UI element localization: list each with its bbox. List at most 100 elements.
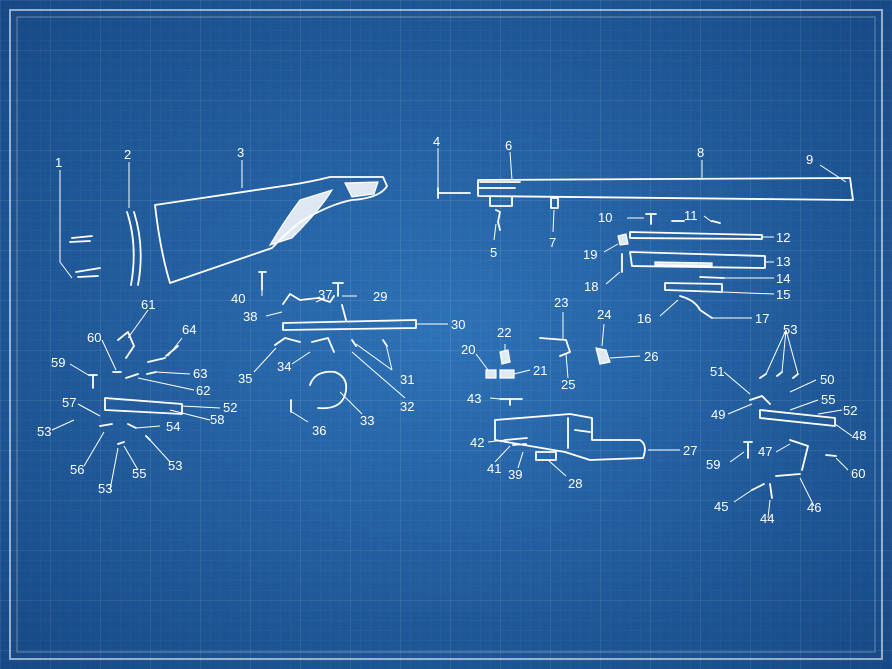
callout-40: 40 (231, 291, 245, 306)
callout-6: 6 (505, 138, 512, 153)
part-43 (499, 398, 523, 406)
callout-52b: 52 (843, 403, 857, 418)
part-11 (671, 220, 721, 224)
part-buttplate (126, 211, 142, 286)
callout-2: 2 (124, 147, 131, 162)
callout-55a: 55 (132, 466, 146, 481)
callout-63: 63 (193, 366, 207, 381)
part-59b (743, 441, 753, 459)
part-16-17 (679, 295, 713, 319)
callout-13: 13 (776, 254, 790, 269)
callout-56: 56 (70, 462, 84, 477)
callout-61: 61 (141, 297, 155, 312)
callout-32: 32 (400, 399, 414, 414)
part-5 (495, 209, 501, 231)
callout-38: 38 (243, 309, 257, 324)
callout-28: 28 (568, 476, 582, 491)
callout-18: 18 (584, 279, 598, 294)
callout-10: 10 (598, 210, 612, 225)
callout-27: 27 (683, 443, 697, 458)
callout-64: 64 (182, 322, 196, 337)
callout-53d: 53 (783, 322, 797, 337)
part-54-56 (99, 423, 137, 429)
part-buttplate-screws (69, 235, 101, 278)
part-53-50-51 (759, 371, 799, 379)
callout-45: 45 (714, 499, 728, 514)
part-62-63 (125, 371, 157, 379)
callout-9: 9 (806, 152, 813, 167)
part-35-34 (274, 337, 335, 353)
callout-60b: 60 (851, 466, 865, 481)
callout-16: 16 (637, 311, 651, 326)
callout-labels: 1 2 3 4 5 6 7 8 9 10 11 12 13 14 15 16 1… (37, 134, 866, 526)
callout-23: 23 (554, 295, 568, 310)
callout-46: 46 (807, 500, 821, 515)
callout-35: 35 (238, 371, 252, 386)
callout-5: 5 (490, 245, 497, 260)
part-7 (550, 197, 559, 209)
part-49 (749, 395, 771, 405)
part-19 (617, 233, 629, 246)
callout-53a: 53 (37, 424, 51, 439)
callout-34: 34 (277, 359, 291, 374)
part-38-37 (282, 293, 335, 305)
callout-57: 57 (62, 395, 76, 410)
part-45-44 (751, 483, 773, 499)
part-frame (494, 413, 646, 461)
part-28 (535, 451, 557, 461)
part-forend (629, 251, 766, 269)
callout-42: 42 (470, 435, 484, 450)
callout-30: 30 (451, 317, 465, 332)
outer-frame (9, 9, 883, 660)
part-21-22 (499, 349, 515, 379)
part-trigger-plate (282, 304, 417, 331)
callout-60a: 60 (87, 330, 101, 345)
part-59a (88, 374, 98, 389)
part-23-25 (539, 337, 571, 357)
part-41-42 (504, 437, 528, 446)
callout-53c: 53 (168, 458, 182, 473)
part-magazine-tube (629, 231, 763, 240)
part-55-53 (117, 435, 151, 445)
callout-50: 50 (820, 372, 834, 387)
part-trigger-guard (309, 370, 348, 410)
callout-58: 58 (210, 412, 224, 427)
callout-62: 62 (196, 383, 210, 398)
callout-21: 21 (533, 363, 547, 378)
callout-54: 54 (166, 419, 180, 434)
callout-59a: 59 (51, 355, 65, 370)
callout-39: 39 (508, 467, 522, 482)
callout-22: 22 (497, 325, 511, 340)
callout-47: 47 (758, 444, 772, 459)
callout-36: 36 (312, 423, 326, 438)
callout-55b: 55 (821, 392, 835, 407)
callout-3: 3 (237, 145, 244, 160)
inner-frame (16, 16, 876, 653)
callout-14: 14 (776, 271, 790, 286)
part-14-15 (664, 276, 725, 293)
part-front-screw (437, 187, 471, 199)
callout-15: 15 (776, 287, 790, 302)
part-60b (825, 454, 837, 457)
callout-49: 49 (711, 407, 725, 422)
callout-4: 4 (433, 134, 440, 149)
callout-31: 31 (400, 372, 414, 387)
callout-41: 41 (487, 461, 501, 476)
part-10 (645, 213, 657, 225)
callout-1: 1 (55, 155, 62, 170)
callout-17: 17 (755, 311, 769, 326)
part-side-plate-right (759, 409, 836, 427)
part-47-46 (775, 439, 809, 477)
callout-8: 8 (697, 145, 704, 160)
part-side-plate-left (104, 397, 183, 415)
part-61 (117, 331, 135, 359)
callout-20: 20 (461, 342, 475, 357)
part-20 (485, 369, 497, 379)
part-24 (595, 347, 611, 365)
callout-7: 7 (549, 235, 556, 250)
leader-lines (51, 148, 853, 519)
part-barrel-receiver (477, 177, 854, 207)
callout-33: 33 (360, 413, 374, 428)
callout-11: 11 (684, 208, 698, 223)
